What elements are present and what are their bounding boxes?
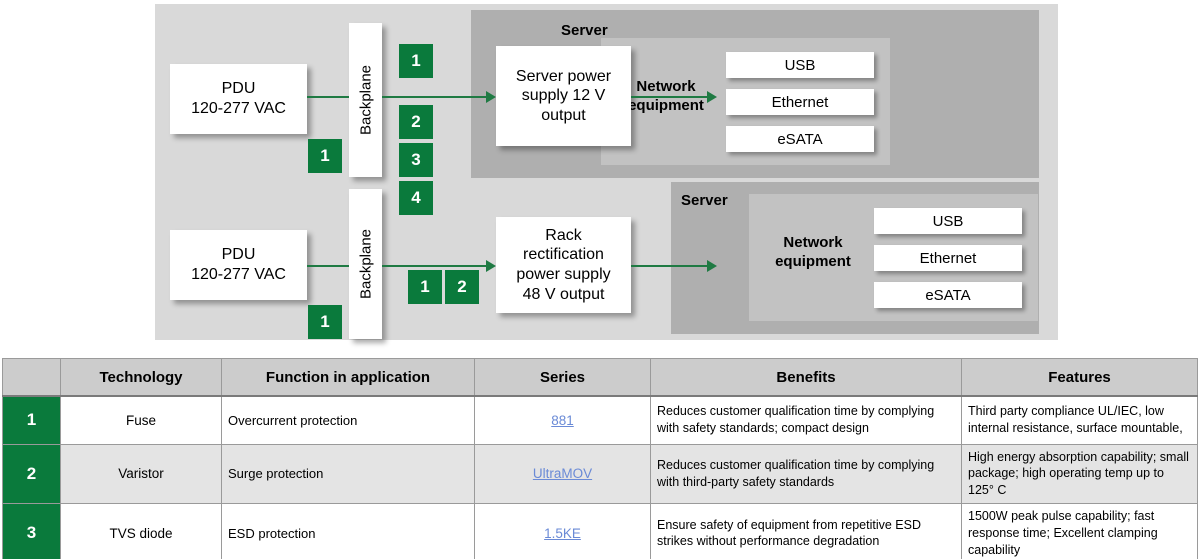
pdu-label-line1: PDU [221, 80, 256, 98]
column-header-features: Features [961, 358, 1198, 397]
rack-rectification-power-supply-box: Rack rectification power supply 48 V out… [496, 217, 631, 313]
badge-inline-1: 1 [408, 270, 442, 304]
port-usb-top: USB [726, 52, 874, 78]
cell-features: Third party compliance UL/IEC, low inter… [961, 395, 1198, 445]
server-power-supply-box: Server power supply 12 V output [496, 46, 631, 146]
arrow-psu-to-network-top [707, 91, 717, 103]
pdu-box-bottom: PDU 120-277 VAC [170, 230, 307, 300]
badge-pdu-top-1: 1 [308, 139, 342, 173]
cell-benefits: Reduces customer qualification time by c… [650, 443, 962, 505]
psu-label-line1: Server power [515, 67, 612, 85]
connector-rackpsu-to-network [631, 265, 707, 267]
server-label-bottom: Server [681, 192, 728, 209]
network-equipment-label-bottom: Network equipment [757, 234, 869, 272]
badge-pdu-bottom-1: 1 [308, 305, 342, 339]
port-esata-bottom: eSATA [874, 282, 1022, 308]
server-container-top: Server Network equipment USB Ethernet eS… [471, 10, 1039, 178]
arrow-rackpsu-to-network [707, 260, 717, 272]
network-equipment-label-top: Network equipment [611, 78, 721, 116]
table-row: 2 Varistor Surge protection UltraMOV Red… [2, 443, 1198, 505]
series-link[interactable]: 1.5KE [544, 525, 581, 541]
cell-features: 1500W peak pulse capability; fast respon… [961, 503, 1198, 559]
technology-table: Technology Function in application Serie… [2, 358, 1198, 559]
column-header-number [2, 358, 61, 397]
column-header-function: Function in application [221, 358, 475, 397]
port-ethernet-bottom: Ethernet [874, 245, 1022, 271]
cell-technology: Fuse [60, 395, 222, 445]
arrow-backplane-to-rackpsu [486, 260, 496, 272]
row-number-badge: 3 [2, 503, 61, 559]
connector-pdu-to-backplane-bottom [307, 265, 349, 267]
backplane-label-top: Backplane [357, 64, 374, 136]
badge-stack-2: 2 [399, 105, 433, 139]
badge-stack-3: 3 [399, 143, 433, 177]
rack-psu-label-line2: rectification [523, 246, 604, 264]
badge-stack-1: 1 [399, 44, 433, 78]
column-header-technology: Technology [60, 358, 222, 397]
architecture-diagram: Server Network equipment USB Ethernet eS… [155, 4, 1058, 340]
rack-psu-label-line1: Rack [545, 226, 582, 244]
table-row: 3 TVS diode ESD protection 1.5KE Ensure … [2, 503, 1198, 559]
cell-technology: Varistor [60, 443, 222, 505]
series-link[interactable]: UltraMOV [532, 466, 593, 482]
table-row: 1 Fuse Overcurrent protection 881 Reduce… [2, 395, 1198, 445]
row-number-badge: 2 [2, 443, 61, 505]
cell-series[interactable]: 1.5KE [474, 503, 651, 559]
connector-backplane-to-rackpsu [382, 265, 486, 267]
port-ethernet-top: Ethernet [726, 89, 874, 115]
badge-inline-2: 2 [445, 270, 479, 304]
port-usb-bottom: USB [874, 208, 1022, 234]
cell-benefits: Reduces customer qualification time by c… [650, 395, 962, 445]
connector-psu-to-network-top [631, 96, 707, 98]
cell-technology: TVS diode [60, 503, 222, 559]
network-label-line1: Network [783, 234, 843, 251]
network-equipment-box-bottom: Network equipment USB Ethernet eSATA [749, 194, 1038, 321]
pdu-label-line2: 120-277 VAC [191, 100, 286, 117]
network-label-line2: equipment [775, 252, 851, 270]
port-esata-top: eSATA [726, 126, 874, 152]
psu-label-line2: supply 12 V [521, 87, 606, 105]
badge-stack-4: 4 [399, 181, 433, 215]
cell-function: Surge protection [221, 443, 475, 505]
pdu-label-line2: 120-277 VAC [191, 266, 286, 283]
cell-features: High energy absorption capability; small… [961, 443, 1198, 505]
table-header-row: Technology Function in application Serie… [2, 358, 1198, 397]
pdu-box-top: PDU 120-277 VAC [170, 64, 307, 134]
network-label-line1: Network [636, 78, 696, 95]
row-number-badge: 1 [2, 395, 61, 445]
rack-psu-label-line4: 48 V output [522, 285, 605, 303]
server-container-bottom: Server Network equipment USB Ethernet eS… [671, 182, 1039, 334]
cell-function: Overcurrent protection [221, 395, 475, 445]
connector-pdu-to-backplane-top [307, 96, 349, 98]
cell-function: ESD protection [221, 503, 475, 559]
server-label-top: Server [561, 22, 608, 39]
network-equipment-box-top: Network equipment USB Ethernet eSATA [601, 38, 890, 165]
cell-series[interactable]: UltraMOV [474, 443, 651, 505]
psu-label-line3: output [541, 106, 586, 124]
network-label-line2: equipment [628, 96, 704, 114]
cell-series[interactable]: 881 [474, 395, 651, 445]
connector-backplane-to-psu-top [382, 96, 486, 98]
series-link[interactable]: 881 [551, 412, 574, 428]
rack-psu-label-line3: power supply [516, 266, 611, 283]
pdu-label-line1: PDU [221, 246, 256, 264]
cell-benefits: Ensure safety of equipment from repetiti… [650, 503, 962, 559]
backplane-label-bottom: Backplane [357, 228, 374, 300]
column-header-benefits: Benefits [650, 358, 962, 397]
column-header-series: Series [474, 358, 651, 397]
arrow-backplane-to-psu-top [486, 91, 496, 103]
backplane-bottom: Backplane [349, 189, 382, 339]
backplane-top: Backplane [349, 23, 382, 177]
